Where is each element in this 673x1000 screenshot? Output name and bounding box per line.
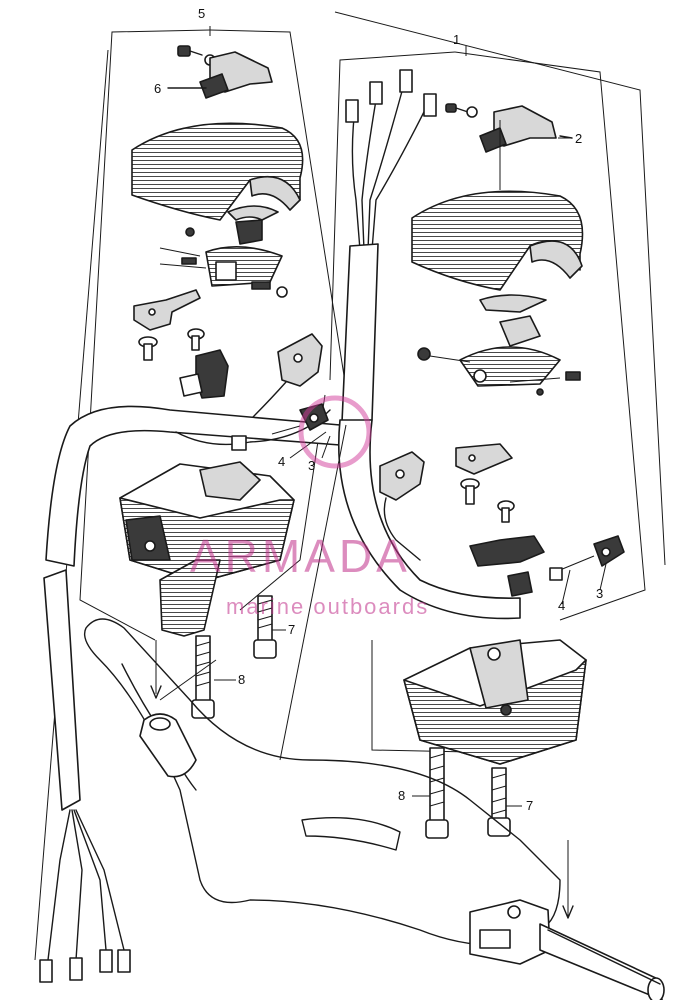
left-bolt-part-7 (253, 595, 277, 659)
right-wire-bundle (341, 69, 437, 423)
right-assembly-outline (329, 11, 666, 753)
callout-8-left: 8 (238, 672, 245, 687)
watermark-brand: ARMADA (190, 530, 411, 582)
callout-3-left: 3 (308, 458, 315, 473)
right-switch-lever-part-2 (479, 105, 573, 153)
handlebar-body (83, 618, 665, 1000)
callout-6: 6 (154, 81, 161, 96)
right-contact-shim (479, 294, 547, 313)
left-contact-plate (133, 289, 201, 331)
right-grommet-part-3 (549, 535, 625, 581)
watermark-tagline: marine outboards (226, 594, 429, 619)
callout-7-right: 7 (526, 798, 533, 813)
callout-8-right: 8 (398, 788, 405, 803)
callout-2: 2 (575, 131, 582, 146)
callout-labels: 1 2 3 3 4 4 5 6 7 7 8 8 (154, 6, 603, 813)
right-small-screws (460, 478, 515, 523)
callout-4-left: 4 (278, 454, 285, 469)
left-cable-lower (39, 569, 131, 983)
right-switch-base (403, 639, 587, 765)
right-contact-plate (455, 443, 513, 475)
right-switch-housing-cover (411, 190, 584, 291)
watermark-ring (298, 395, 372, 469)
right-bolt-part-7 (487, 767, 511, 837)
left-switch-lever-part-6 (167, 51, 273, 99)
callout-3-right: 3 (596, 586, 603, 601)
leader-lines (209, 26, 607, 807)
left-switch-mechanism (159, 205, 288, 298)
right-terminal-lead (379, 451, 425, 561)
left-switch-housing-cover (131, 122, 304, 221)
left-cable-clamp (179, 349, 229, 399)
left-switch-base (119, 461, 295, 637)
right-cable-sheath (337, 419, 521, 620)
right-cable-clamp (469, 535, 545, 597)
right-bolt-part-8 (425, 747, 449, 839)
callout-4-right: 4 (558, 598, 565, 613)
assembly-arrows (150, 120, 574, 919)
left-bolt-part-8 (191, 635, 215, 719)
brand-watermark: ARMADA marine outboards (190, 395, 429, 619)
callout-5: 5 (198, 6, 205, 21)
right-screw-washer (445, 103, 478, 118)
right-switch-mechanism (417, 315, 581, 396)
callout-1: 1 (453, 32, 460, 47)
left-small-screws (138, 328, 205, 361)
callout-7-left: 7 (288, 622, 295, 637)
